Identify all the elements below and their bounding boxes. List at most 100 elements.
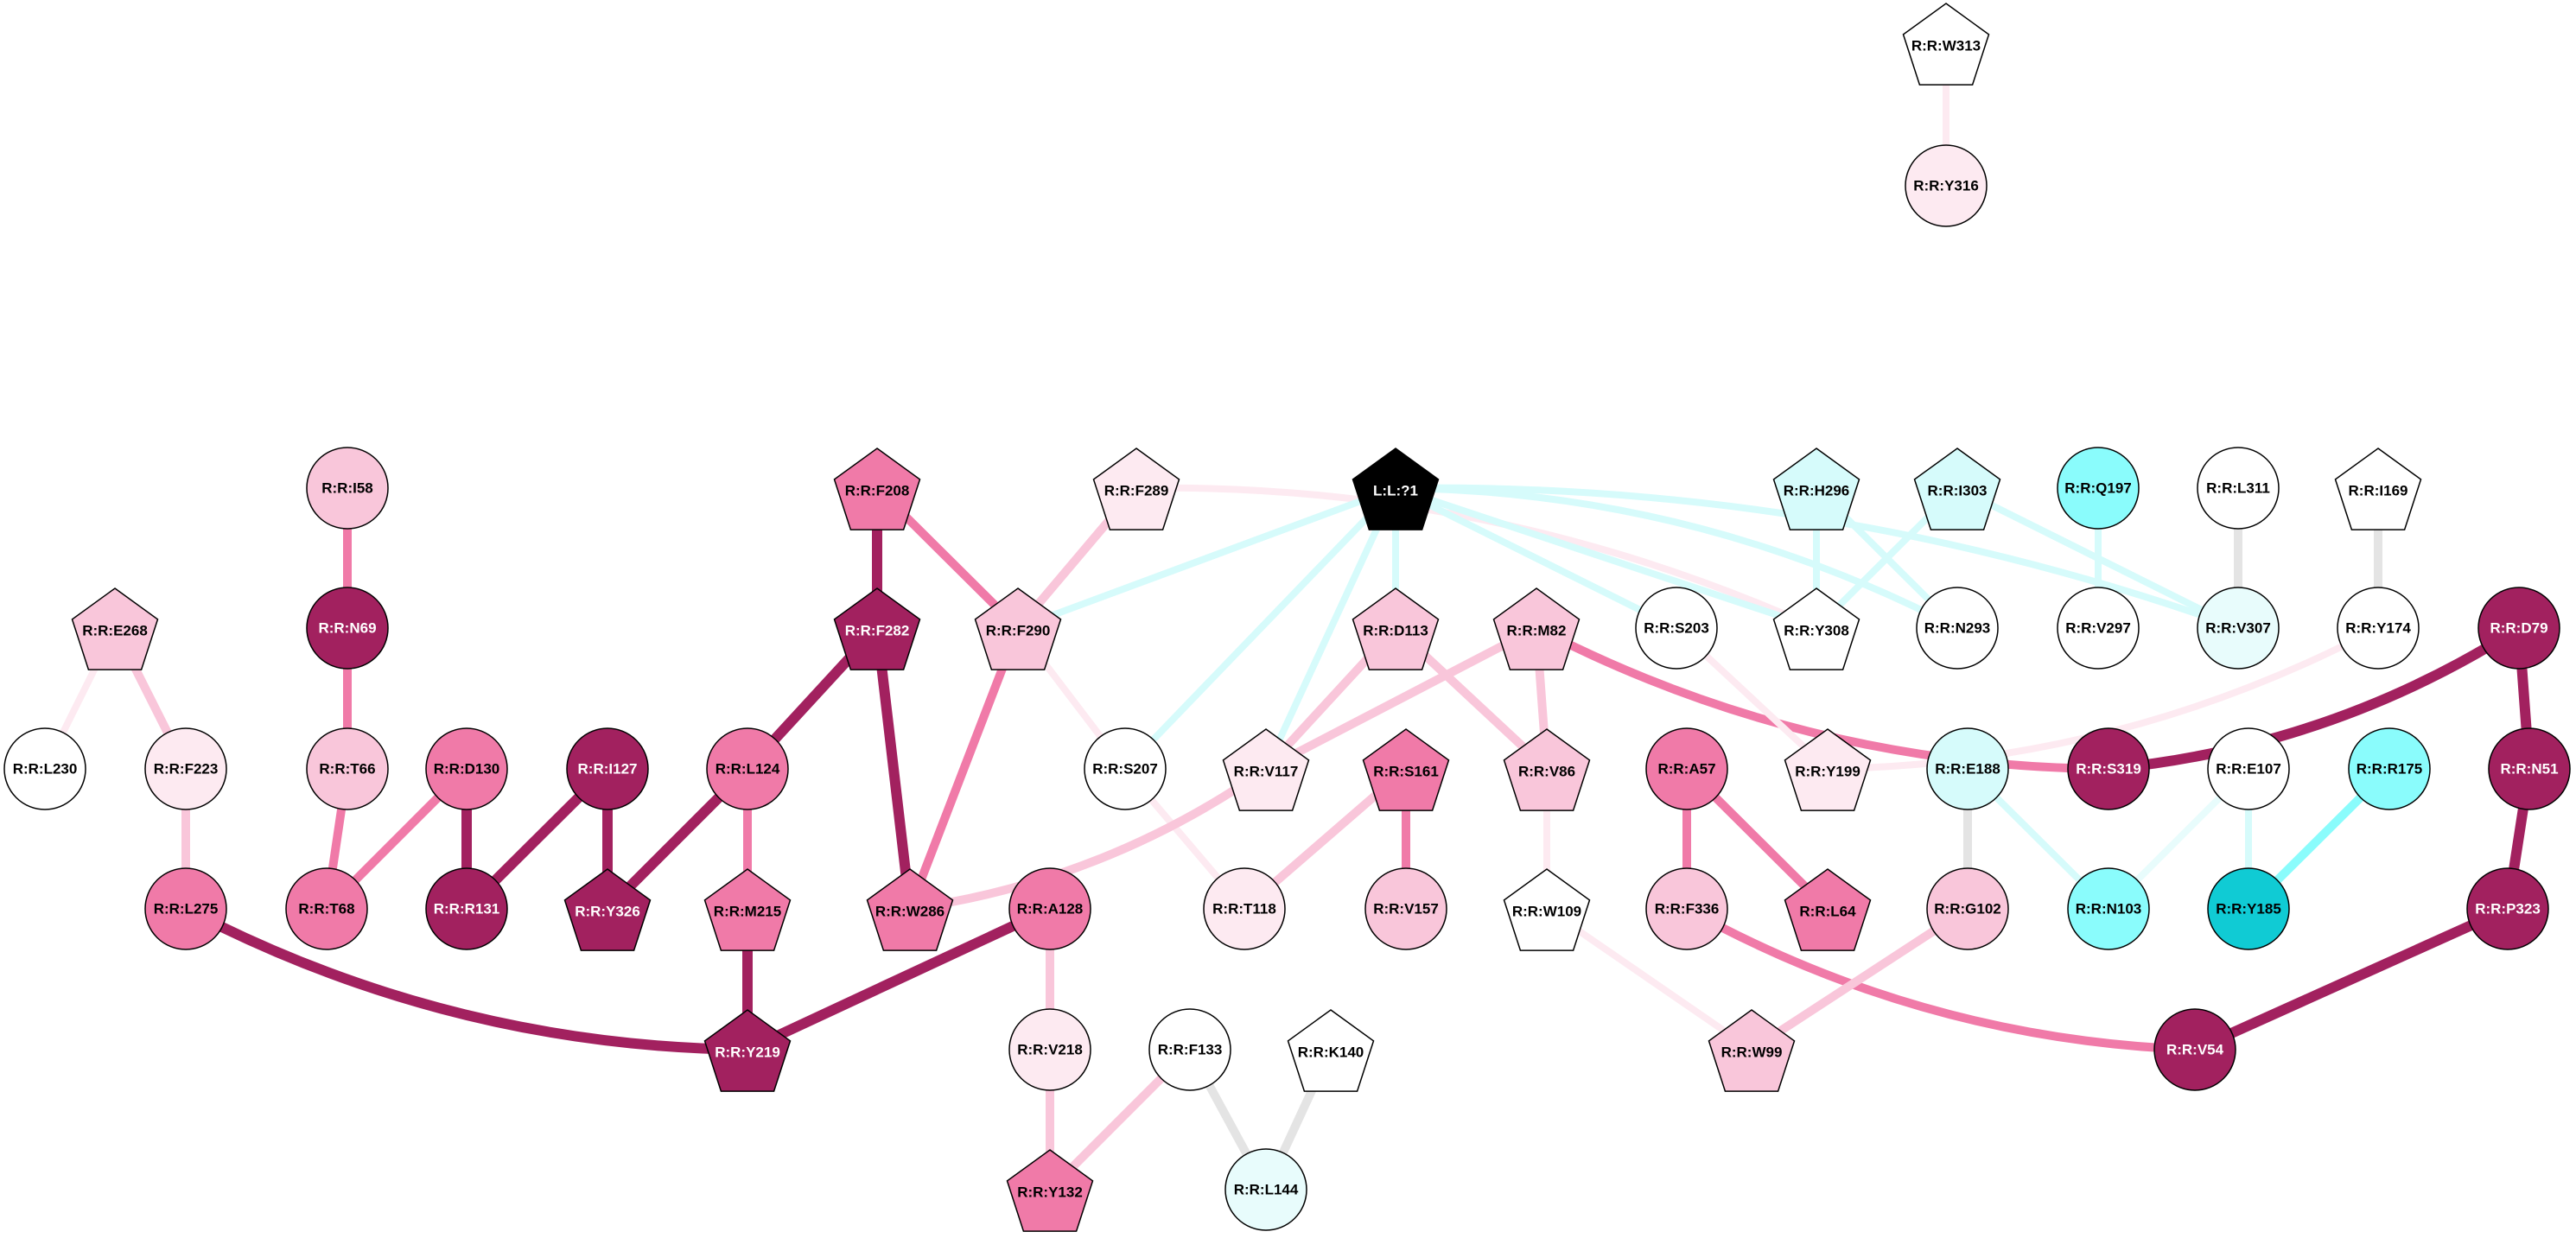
edge-m82-v117 [1262,624,1541,773]
node-i127[interactable]: R:R:I127 [566,727,649,810]
pentagon-node-shape [1784,728,1872,811]
circle-node-shape [2057,447,2140,530]
node-i58[interactable]: R:R:I58 [306,447,389,530]
node-n103[interactable]: R:R:N103 [2067,867,2150,950]
node-label: R:R:D79 [2490,620,2547,637]
node-e107[interactable]: R:R:E107 [2207,727,2290,810]
node-n51[interactable]: R:R:N51 [2488,727,2571,810]
node-p323[interactable]: R:R:P323 [2466,867,2549,950]
node-label: R:R:I169 [2349,483,2408,499]
node-m215[interactable]: R:R:M215 [703,868,792,951]
node-v54[interactable]: R:R:V54 [2153,1008,2236,1091]
node-v157[interactable]: R:R:V157 [1364,867,1447,950]
node-d113[interactable]: R:R:D113 [1352,587,1440,670]
node-y308[interactable]: R:R:Y308 [1772,587,1860,670]
node-t68[interactable]: R:R:T68 [285,867,368,950]
node-q197[interactable]: R:R:Q197 [2057,447,2140,530]
node-label: R:R:I58 [321,480,373,497]
node-f208[interactable]: R:R:F208 [833,448,921,530]
node-y316[interactable]: R:R:Y316 [1905,144,1988,227]
pentagon-node-shape [1287,1009,1375,1092]
node-y185[interactable]: R:R:Y185 [2207,867,2290,950]
circle-node-shape [2477,587,2560,670]
node-v117[interactable]: R:R:V117 [1222,728,1310,811]
node-label: R:R:F290 [986,623,1051,639]
node-n69[interactable]: R:R:N69 [306,587,389,670]
node-w286[interactable]: R:R:W286 [866,868,954,951]
node-e188[interactable]: R:R:E188 [1926,727,2009,810]
circle-node-shape [2057,587,2140,670]
node-label: R:R:K140 [1298,1044,1364,1061]
node-y219[interactable]: R:R:Y219 [703,1009,792,1092]
node-y174[interactable]: R:R:Y174 [2337,587,2420,670]
node-label: R:R:Y199 [1795,764,1860,780]
node-a57[interactable]: R:R:A57 [1645,727,1728,810]
node-a128[interactable]: R:R:A128 [1008,867,1091,950]
node-f290[interactable]: R:R:F290 [974,587,1062,670]
node-v307[interactable]: R:R:V307 [2197,587,2280,670]
pentagon-node-shape [1503,728,1591,811]
circle-node-shape [306,587,389,670]
node-label: R:R:L144 [1234,1182,1299,1198]
node-f282[interactable]: R:R:F282 [833,587,921,670]
node-f133[interactable]: R:R:F133 [1148,1008,1231,1091]
node-d79[interactable]: R:R:D79 [2477,587,2560,670]
node-n293[interactable]: R:R:N293 [1916,587,1999,670]
node-l311[interactable]: R:R:L311 [2197,447,2280,530]
node-l144[interactable]: R:R:L144 [1224,1148,1307,1231]
node-s207[interactable]: R:R:S207 [1084,727,1167,810]
node-s161[interactable]: R:R:S161 [1362,728,1450,811]
node-f289[interactable]: R:R:F289 [1092,448,1180,530]
edge-l71-y308 [1392,485,1820,632]
node-label: R:R:N69 [318,620,376,637]
node-s319[interactable]: R:R:S319 [2067,727,2150,810]
node-f336[interactable]: R:R:F336 [1645,867,1728,950]
node-i303[interactable]: R:R:I303 [1913,448,2001,530]
node-label: R:R:R131 [434,901,500,917]
circle-node-shape [306,727,389,810]
node-y326[interactable]: R:R:Y326 [563,868,652,951]
node-t66[interactable]: R:R:T66 [306,727,389,810]
node-v297[interactable]: R:R:V297 [2057,587,2140,670]
node-w99[interactable]: R:R:W99 [1708,1009,1796,1092]
node-y199[interactable]: R:R:Y199 [1784,728,1872,811]
edge-p323-v54 [2190,904,2513,1055]
node-i169[interactable]: R:R:I169 [2334,448,2422,530]
node-t118[interactable]: R:R:T118 [1203,867,1286,950]
node-s203[interactable]: R:R:S203 [1635,587,1718,670]
node-l230[interactable]: R:R:L230 [3,727,86,810]
node-label: R:R:N51 [2500,761,2558,778]
node-v86[interactable]: R:R:V86 [1503,728,1591,811]
node-label: R:R:V117 [1234,764,1299,780]
node-l64[interactable]: R:R:L64 [1784,868,1872,951]
circle-node-shape [1645,867,1728,950]
circle-node-shape [144,867,227,950]
node-l124[interactable]: R:R:L124 [706,727,789,810]
node-l275[interactable]: R:R:L275 [144,867,227,950]
node-r175[interactable]: R:R:R175 [2348,727,2431,810]
node-v218[interactable]: R:R:V218 [1008,1008,1091,1091]
node-y132[interactable]: R:R:Y132 [1006,1149,1094,1232]
node-r131[interactable]: R:R:R131 [425,867,508,950]
circle-node-shape [2067,727,2150,810]
node-h296[interactable]: R:R:H296 [1772,448,1860,530]
node-label: R:R:Y185 [2216,901,2281,917]
node-m82[interactable]: R:R:M82 [1492,587,1581,670]
pentagon-node-shape [1092,448,1180,530]
node-k140[interactable]: R:R:K140 [1287,1009,1375,1092]
node-w313[interactable]: R:R:W313 [1902,3,1990,86]
edge-f290-w286 [906,624,1022,913]
pentagon-node-shape [563,868,652,951]
node-w109[interactable]: R:R:W109 [1503,868,1591,951]
node-label: R:R:M82 [1507,623,1567,639]
node-e268[interactable]: R:R:E268 [71,587,159,670]
node-label: R:R:E107 [2216,761,2281,778]
pentagon-node-shape [2334,448,2422,530]
node-g102[interactable]: R:R:G102 [1926,867,2009,950]
node-f223[interactable]: R:R:F223 [144,727,227,810]
node-l71[interactable]: L:L:?1 [1352,448,1440,530]
node-label: R:R:L275 [154,901,219,917]
node-d130[interactable]: R:R:D130 [425,727,508,810]
circle-node-shape [1916,587,1999,670]
